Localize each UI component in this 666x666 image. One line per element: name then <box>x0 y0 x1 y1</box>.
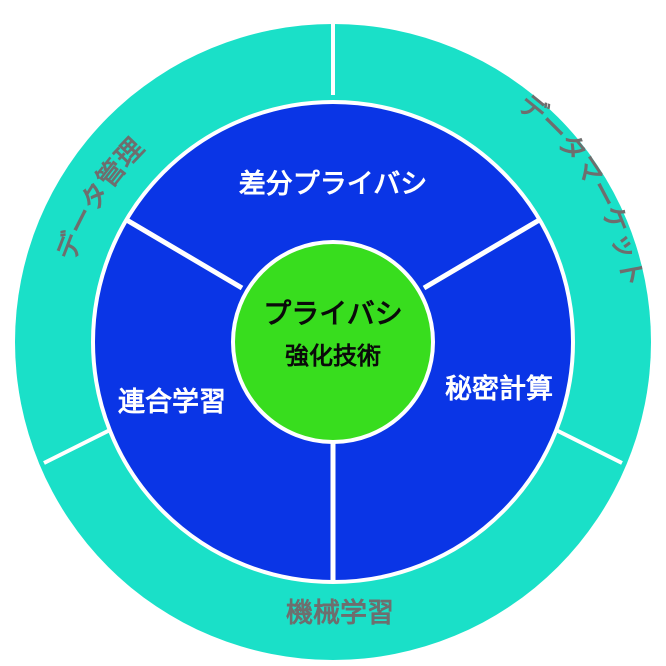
inner-label-right: 秘密計算 <box>445 373 553 405</box>
outer-divider-left <box>43 428 111 465</box>
core-label-line1: プライバシ <box>263 297 402 330</box>
core-circle <box>231 240 435 444</box>
outer-label-bottom: 機械学習 <box>286 597 394 629</box>
inner-label-left: 連合学習 <box>118 386 226 418</box>
core-label-line2: 強化技術 <box>285 342 381 370</box>
inner-divider-top-right <box>422 216 543 291</box>
inner-label-top: 差分プライバシ <box>239 168 427 200</box>
outer-divider-right <box>555 428 623 465</box>
inner-divider-top-left <box>123 216 244 291</box>
